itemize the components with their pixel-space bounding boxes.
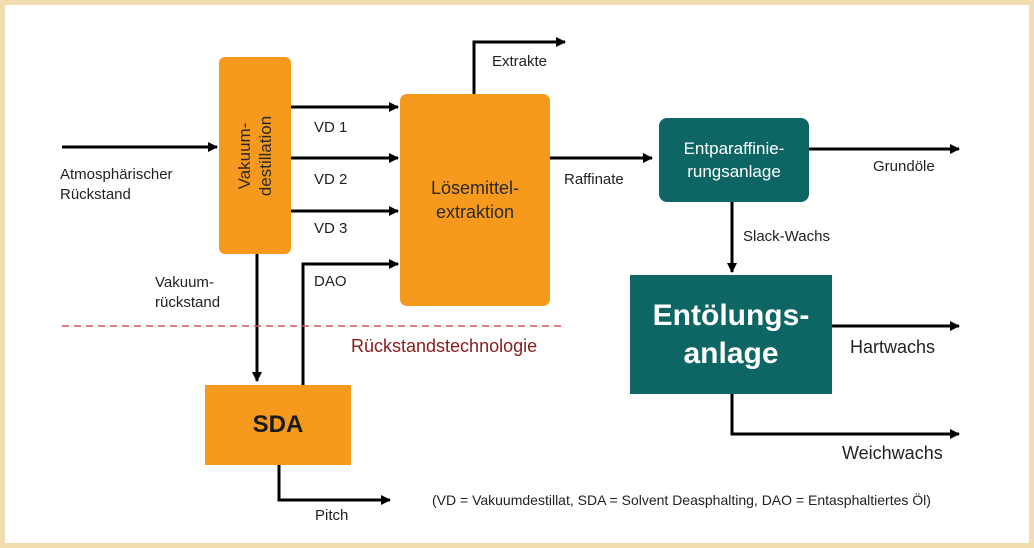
abbreviation-legend: (VD = Vakuumdestillat, SDA = Solvent Dea… (432, 492, 931, 508)
flow-lines (62, 37, 960, 505)
slack-wax-label: Slack-Wachs (743, 228, 830, 245)
extracts-arrow (472, 37, 566, 94)
vacuum-residue-label: Vakuum- rückstand (155, 274, 221, 311)
base-oils-label: Grundöle (873, 158, 935, 175)
dao-arrow (301, 259, 399, 385)
vd1-label: VD 1 (314, 119, 348, 136)
sda-label: SDA (252, 411, 304, 438)
sda-box: SDA (205, 385, 351, 465)
dewaxing-box: Entparaffinie- rungsanlage (659, 118, 809, 202)
feed-label: Atmosphärischer Rückstand (60, 166, 173, 203)
vacuum-distillation-box: Vakuum- destillation (219, 57, 291, 254)
vacuum-distillation-label: Vakuum- destillation (235, 115, 276, 196)
deoiling-label: Entölungs- anlage (652, 298, 810, 370)
dewaxing-label: Entparaffinie- rungsanlage (683, 139, 785, 181)
vd2-label: VD 2 (314, 171, 348, 188)
hard-wax-label: Hartwachs (850, 337, 936, 357)
soft-wax-label: Weichwachs (842, 443, 943, 463)
pitch-label: Pitch (315, 507, 349, 524)
raffinate-label: Raffinate (564, 171, 624, 188)
deoiling-box: Entölungs- anlage (630, 275, 832, 394)
dao-label: DAO (314, 273, 347, 290)
pitch-arrow (277, 465, 391, 505)
vd3-label: VD 3 (314, 220, 348, 237)
soft-wax-arrow (730, 394, 960, 439)
solvent-extraction-box: Lösemittel- extraktion (400, 94, 550, 306)
extracts-label: Extrakte (492, 53, 548, 70)
residue-technology-label: Rückstandstechnologie (351, 336, 538, 356)
solvent-extraction-label: Lösemittel- extraktion (430, 178, 520, 222)
